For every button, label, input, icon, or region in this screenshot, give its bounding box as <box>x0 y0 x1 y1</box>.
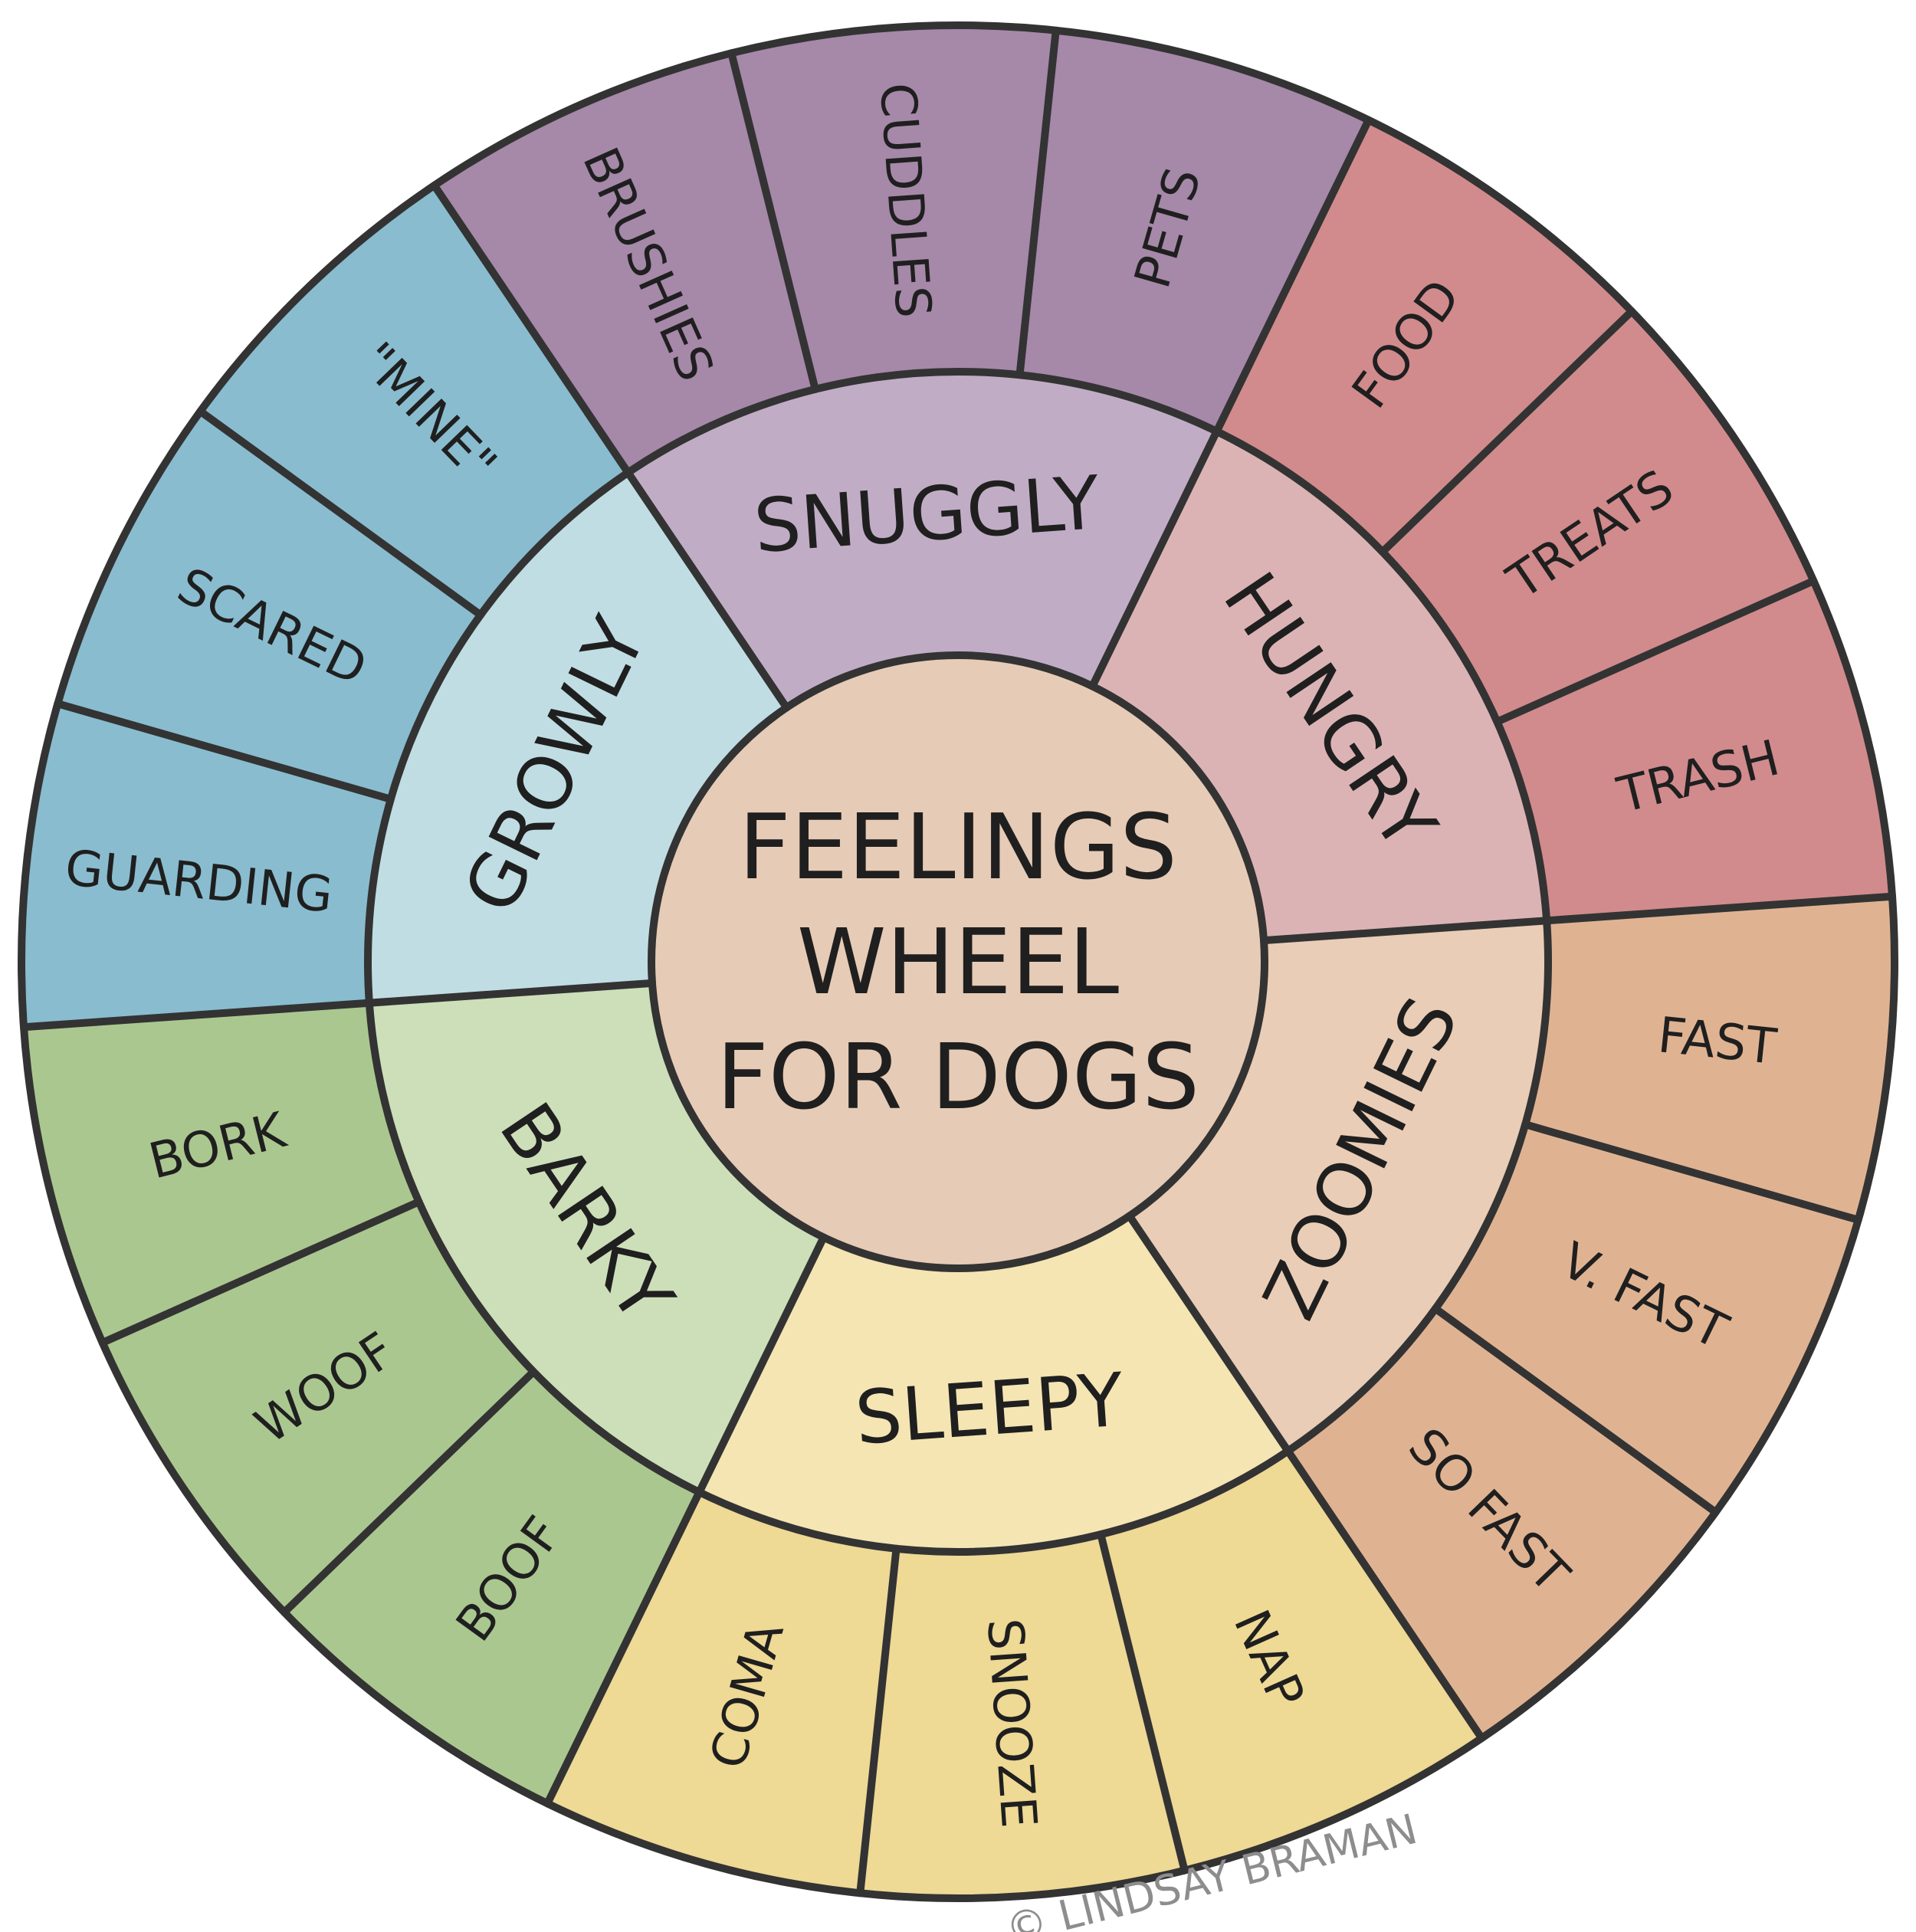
category-sector-growly <box>368 472 787 1003</box>
feeling-sector-v-fast <box>1435 1124 1859 1513</box>
sub-divider-line <box>196 407 485 619</box>
category-sector-hungry <box>1092 431 1547 941</box>
sub-divider-line <box>1097 1530 1189 1875</box>
category-divider-line <box>430 181 791 712</box>
category-divider-line <box>1125 1212 1486 1743</box>
feeling-sector-woof <box>102 1202 534 1612</box>
category-label-sleepy: SLEEPY <box>852 1356 1126 1461</box>
category-divider-line <box>1260 892 1897 945</box>
sub-divider-line <box>98 1198 423 1347</box>
feeling-sector-treats <box>1382 311 1814 722</box>
inner-ring-outline <box>648 651 1268 1272</box>
sub-divider-line <box>1378 307 1636 556</box>
feeling-sector-guarding <box>21 704 391 1028</box>
outer-ring <box>21 25 1895 1898</box>
category-sector-snuggly <box>628 371 1217 708</box>
center-circle <box>651 655 1265 1268</box>
sub-divider-line <box>1431 1304 1720 1517</box>
sub-divider-line <box>54 700 395 803</box>
divider-lines <box>18 21 1898 1902</box>
feeling-sector-brushies <box>434 53 815 473</box>
category-sector-sleepy <box>699 1215 1288 1552</box>
feeling-sector-cuddles <box>731 25 1056 389</box>
center-title-line-2: WHEEL <box>797 909 1120 1015</box>
feeling-sector-boof <box>284 1371 700 1804</box>
feeling-sector-nap <box>1101 1451 1482 1871</box>
category-sector-barky <box>369 982 824 1493</box>
sub-divider-line <box>856 1544 901 1898</box>
feeling-sector-trash <box>1497 580 1893 921</box>
center-title-line-3: FOR DOGS <box>717 1024 1199 1130</box>
feeling-sector-fast <box>1525 896 1895 1220</box>
feeling-sector-bork <box>23 1002 419 1343</box>
sub-divider-line <box>1493 576 1818 726</box>
center-disc <box>651 655 1265 1268</box>
category-divider-line <box>543 1233 828 1808</box>
outer-ring-outline <box>18 21 1898 1902</box>
category-divider-line <box>19 979 656 1032</box>
sub-divider-line <box>1015 26 1060 379</box>
feeling-label-fast: FAST <box>1655 1007 1780 1076</box>
center-title-line-1: FEELINGS <box>739 794 1177 900</box>
feeling-sector-food <box>1216 120 1632 553</box>
sub-divider-line <box>280 1367 538 1616</box>
middle-ring <box>368 371 1548 1552</box>
middle-ring-outline <box>364 368 1552 1556</box>
sub-divider-line <box>1521 1120 1862 1224</box>
category-sector-zoomies <box>1129 920 1548 1451</box>
feeling-sector-coma <box>547 1492 897 1894</box>
feeling-sector-pets <box>1019 30 1369 431</box>
sub-divider-line <box>727 49 819 393</box>
feeling-sector-scared <box>57 411 481 799</box>
feeling-sector-snooze <box>860 1534 1185 1898</box>
category-divider-line <box>1088 116 1373 690</box>
